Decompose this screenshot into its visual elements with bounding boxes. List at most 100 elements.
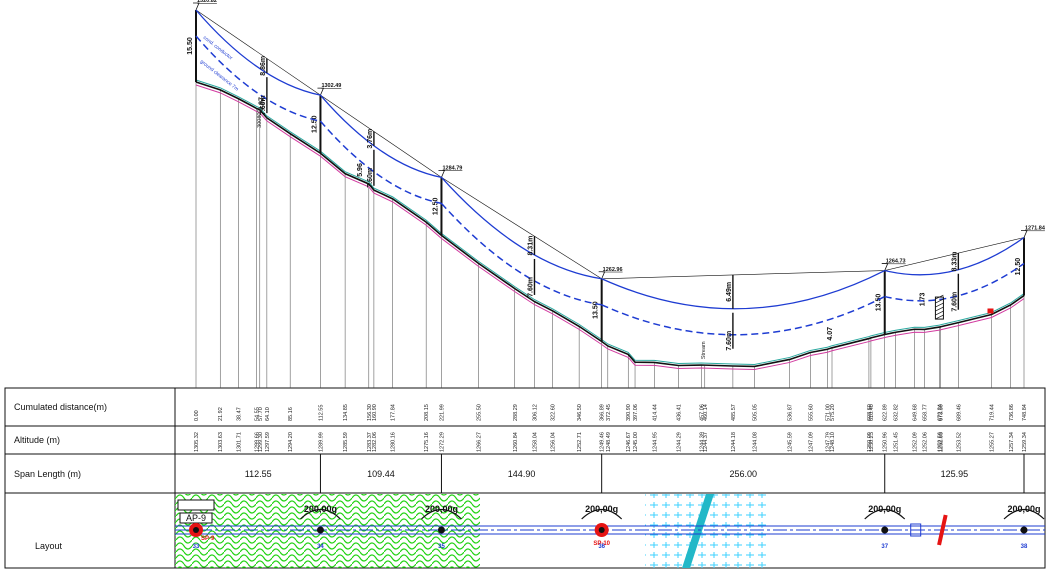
tower-height-label: 12.50 [1015, 258, 1022, 276]
handle-arc [581, 508, 623, 520]
distance-value: 485.57 [731, 404, 737, 421]
ground-wire [441, 177, 602, 280]
altitude-value: 1248.49 [606, 432, 612, 452]
tower-top-marker [193, 2, 200, 11]
distance-value: 719.44 [989, 404, 995, 421]
distance-value: 57.70 [258, 407, 264, 421]
sp-label-1: SP-9 [201, 536, 215, 542]
span-length-value: 144.90 [508, 469, 536, 479]
altitude-value: 1251.45 [894, 432, 900, 452]
altitude-value: 1252.71 [577, 432, 583, 452]
clearance-label: 7.60m [260, 95, 267, 115]
clearance-line [884, 262, 1025, 302]
altitude-value: 1257.34 [1009, 432, 1015, 452]
table-values-layer: 0.001305.3221.921303.6338.471301.7154.55… [194, 404, 1028, 493]
distance-value: 112.55 [318, 405, 324, 421]
clearance-label: 7.60m [527, 277, 534, 297]
altitude-value: 1247.09 [808, 432, 814, 452]
ap-box-top [177, 499, 215, 511]
clearance-line [440, 202, 602, 306]
altitude-value: 1247.79 [825, 432, 831, 452]
conductor-line [601, 269, 886, 310]
distance-value: 736.86 [1009, 404, 1015, 421]
ap-label: AP-9 [186, 513, 206, 523]
clearance-small-label: 1.73 [919, 292, 926, 306]
altitude-value: 1289.99 [318, 432, 324, 452]
altitude-value: 1244.29 [677, 432, 683, 452]
altitude-value: 1245.59 [788, 432, 794, 452]
handle-angle-label: 200,00g [585, 504, 618, 514]
altitude-value: 1303.63 [218, 432, 224, 452]
altitude-value: 1260.84 [513, 432, 519, 452]
distance-value: 575.20 [830, 404, 836, 421]
tower-top-elevation: 1264.73 [886, 259, 906, 265]
obstacle-hatch [935, 306, 944, 312]
tower-number: 33 [193, 544, 200, 550]
distance-value: 306.12 [532, 404, 538, 421]
ground-line-magenta [195, 84, 1025, 370]
ground-line [195, 81, 1025, 368]
obstacle-hatch [935, 310, 944, 316]
stream-label: Stream [701, 341, 707, 359]
altitude-value: 1245.00 [633, 432, 639, 452]
altitude-value: 1244.39 [699, 432, 705, 452]
handle-angle-label: 200,00g [304, 504, 337, 514]
sag-label: 6.49m [726, 282, 733, 302]
distance-value: 54.55 [254, 407, 260, 421]
tower-top-marker [317, 87, 325, 96]
handle-arc [300, 508, 341, 520]
altitude-value: 1244.08 [752, 432, 758, 452]
distance-value: 457.06 [699, 404, 705, 421]
ground-line-cyan [195, 79, 1025, 365]
distance-value: 134.85 [343, 404, 349, 421]
distance-value: 288.29 [513, 404, 519, 421]
altitude-value: 1294.20 [288, 432, 294, 452]
distance-value: 610.40 [869, 404, 875, 421]
distance-value: 649.68 [912, 404, 918, 421]
altitude-value: 1305.32 [194, 432, 200, 452]
ground-tag-label: 300800 [257, 109, 263, 127]
distance-value: 436.41 [677, 404, 683, 421]
obstacle-hatch [935, 298, 944, 304]
tower-number: 34 [317, 544, 324, 550]
obstacle-marker [987, 308, 994, 314]
altitude-value: 1280.16 [391, 432, 397, 452]
distance-value: 390.90 [626, 404, 632, 421]
tower-top-marker [881, 263, 889, 271]
sag-label: 8.31m [527, 236, 534, 256]
obstacle-hatch [935, 294, 944, 300]
row-label-distance: Cumulated distance(m) [14, 402, 107, 412]
ground-wire [884, 237, 1025, 271]
tower-top-elevation: 1320.82 [197, 0, 217, 4]
altitude-value: 1248.10 [830, 432, 836, 452]
clearance-label: 7.60m [726, 331, 733, 351]
distance-value: 658.77 [922, 404, 928, 421]
altitude-value: 1246.67 [626, 432, 632, 452]
handle-arc [421, 508, 462, 520]
span-length-value: 256.00 [729, 469, 757, 479]
tower-top-marker [598, 271, 606, 279]
tower-height-label: 12.50 [311, 115, 318, 133]
clearance-line [601, 295, 886, 336]
altitude-value: 1249.46 [600, 432, 606, 452]
stream-crossing [682, 494, 714, 568]
clearance-small-label: 5.96 [357, 163, 364, 177]
distance-value: 608.60 [867, 404, 873, 421]
distance-value: 460.14 [703, 404, 709, 421]
tower-symbol [1020, 526, 1028, 534]
distance-value: 85.16 [288, 407, 294, 421]
distance-value: 414.44 [652, 404, 658, 421]
clearance-label: 7.60m [367, 168, 374, 188]
altitude-value: 1282.06 [372, 432, 378, 452]
tower-top-elevation: 1271.84 [1025, 226, 1046, 232]
altitude-value: 1252.09 [912, 432, 918, 452]
tower-top-elevation: 1302.49 [321, 83, 341, 89]
sag-label: 3.76m [367, 129, 374, 149]
handle-arc [864, 508, 906, 520]
altitude-value: 1297.59 [265, 432, 271, 452]
tower-top-marker [438, 169, 446, 178]
obstacle-hatch [935, 302, 944, 308]
tower-symbol [316, 526, 324, 534]
